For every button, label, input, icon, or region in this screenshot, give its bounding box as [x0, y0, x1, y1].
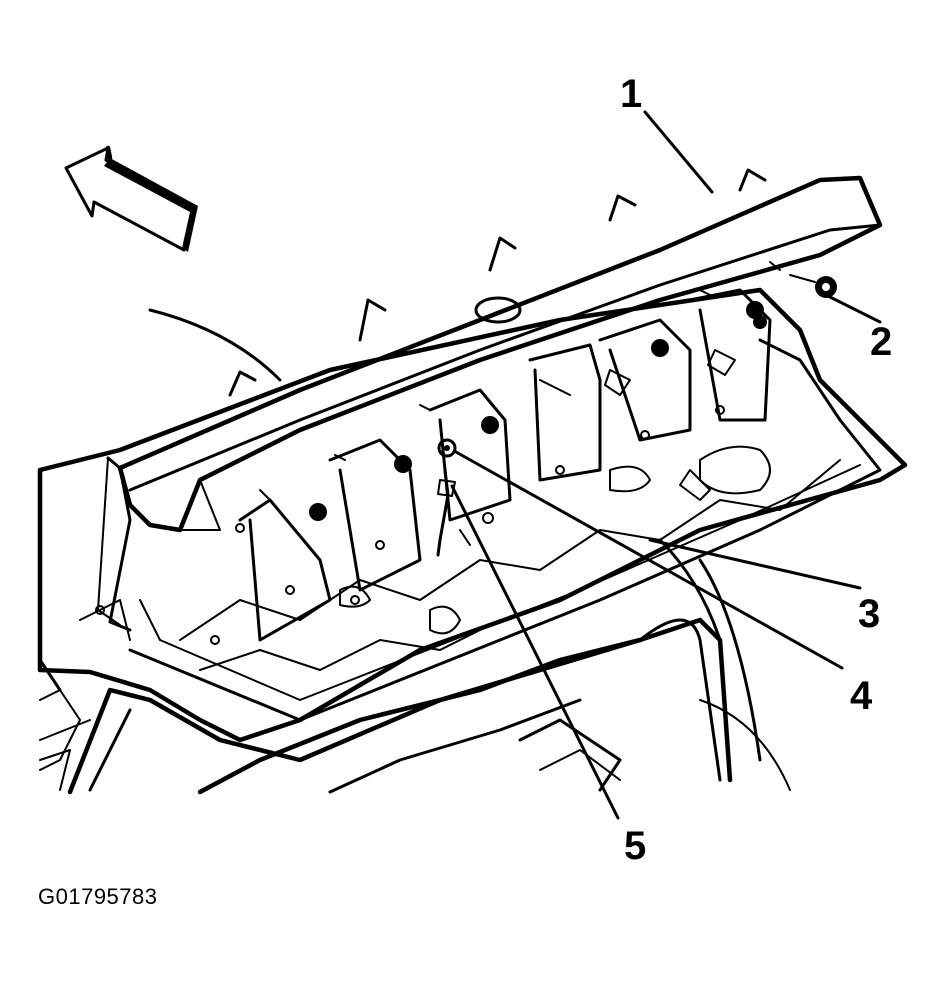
callout-1: 1: [620, 72, 643, 116]
nut: [789, 274, 837, 298]
harness-connector: [436, 468, 471, 557]
leader-line-4: [454, 450, 844, 670]
leader-line-3: [648, 538, 862, 590]
leader-lines: [450, 110, 882, 820]
forward-arrow-icon: [64, 145, 198, 252]
callout-4: 4: [850, 674, 873, 718]
leader-line-1: [643, 110, 714, 194]
spoiler-brackets: [95, 261, 781, 645]
leader-line-5: [450, 484, 620, 820]
leader-line-2: [826, 294, 882, 324]
spoiler: [97, 168, 883, 632]
callout-5: 5: [624, 824, 647, 868]
retainer: [437, 438, 457, 458]
callout-3: 3: [858, 592, 881, 636]
callout-2: 2: [870, 320, 893, 364]
figure-id-label: G01795783: [38, 884, 158, 909]
